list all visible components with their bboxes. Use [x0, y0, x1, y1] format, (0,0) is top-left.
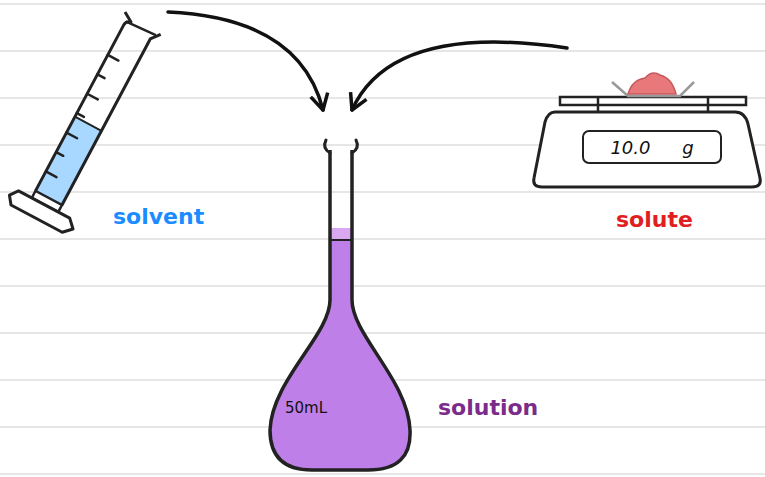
node-label: solution [438, 395, 538, 420]
flask-node: 50mL solution [265, 108, 560, 474]
graduated-cylinder [6, 4, 175, 236]
display-box: 10.0 g [582, 130, 722, 164]
balance [534, 73, 761, 187]
curved-arrow [352, 42, 567, 110]
node-label: solute [616, 207, 693, 232]
curved-arrow [168, 12, 323, 110]
cylinder-node: solvent [10, 8, 225, 243]
balance-node: 10.0 g solute [528, 44, 760, 242]
volumetric-flask [260, 140, 420, 477]
node-label: 50mL [285, 399, 327, 417]
node-label: 10.0 g [610, 137, 693, 158]
node-label: solvent [113, 204, 204, 229]
